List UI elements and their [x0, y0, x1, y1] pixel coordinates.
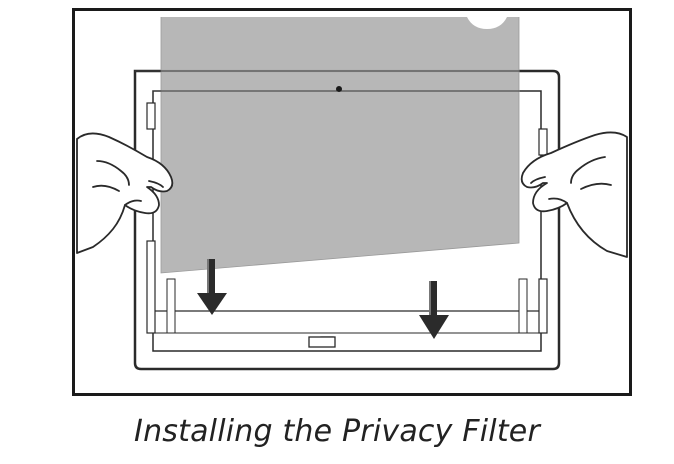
down-arrow-icon [197, 259, 227, 315]
down-arrow-icon [419, 281, 449, 339]
left-hand-icon [76, 132, 174, 254]
right-hand-icon [520, 131, 628, 258]
installation-illustration [76, 17, 628, 371]
illustration-frame [72, 8, 632, 396]
privacy-filter-sheet [135, 17, 520, 274]
figure-caption: Installing the Privacy Filter [134, 414, 540, 449]
